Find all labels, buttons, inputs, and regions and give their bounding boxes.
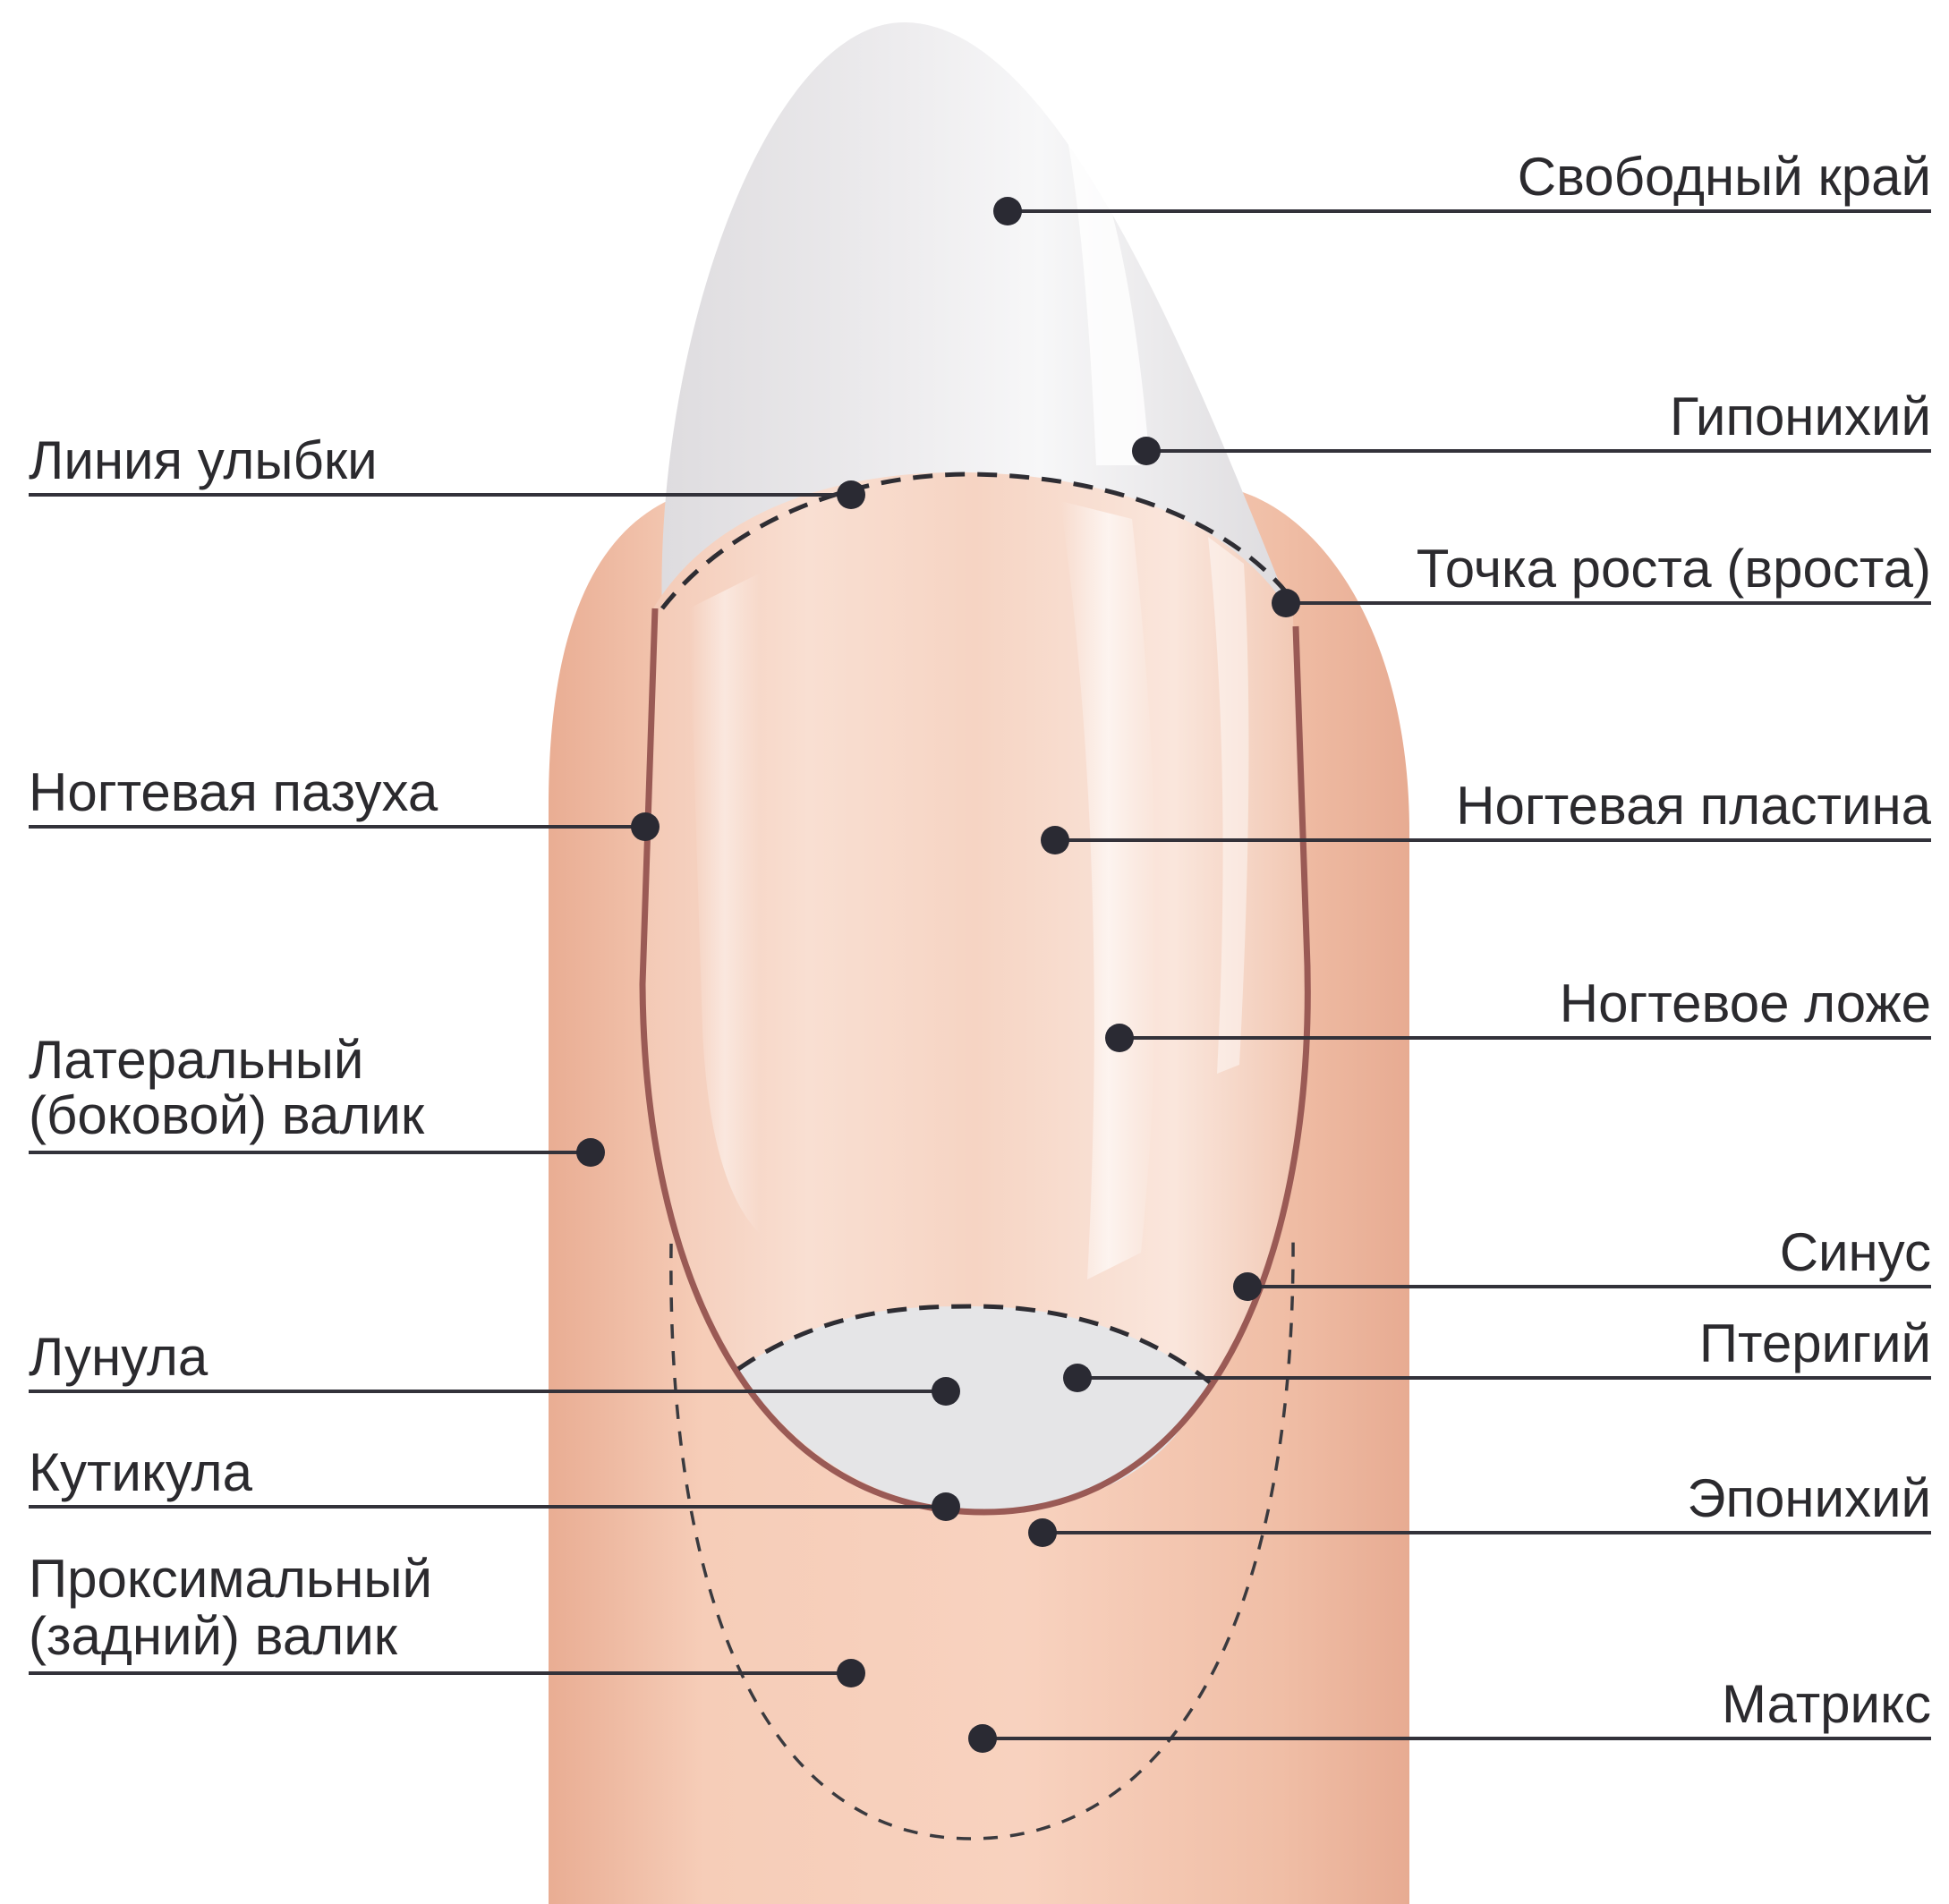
dot-cuticle xyxy=(932,1492,960,1521)
dot-nail-sinus xyxy=(631,812,660,841)
dot-lateral-fold xyxy=(576,1138,605,1167)
dot-eponychium xyxy=(1028,1518,1057,1547)
label-proximal-fold-line1: Проксимальный xyxy=(29,1549,432,1609)
dot-sinus xyxy=(1233,1272,1262,1301)
dot-pterygium xyxy=(1063,1364,1092,1392)
label-growth-point: Точка роста (вроста) xyxy=(1417,539,1931,599)
dot-matrix xyxy=(968,1724,997,1753)
label-cuticle: Кутикула xyxy=(29,1442,253,1502)
dot-growth-point xyxy=(1272,589,1300,617)
label-sinus: Синус xyxy=(1780,1222,1931,1282)
label-nail-bed: Ногтевое ложе xyxy=(1560,973,1931,1033)
label-eponychium: Эпонихий xyxy=(1687,1468,1931,1528)
dot-lunula xyxy=(932,1377,960,1406)
dot-free-edge xyxy=(993,197,1022,225)
dot-hyponychium xyxy=(1132,437,1161,465)
labels-right: Свободный край Гипонихий Точка роста (вр… xyxy=(1417,147,1932,1734)
label-hyponychium: Гипонихий xyxy=(1670,387,1931,446)
label-free-edge: Свободный край xyxy=(1518,147,1931,207)
dot-nail-bed xyxy=(1105,1024,1134,1052)
label-lunula: Лунула xyxy=(29,1327,209,1387)
label-nail-plate: Ногтевая пластина xyxy=(1456,776,1931,836)
dot-nail-plate xyxy=(1041,826,1069,854)
label-lateral-fold-line2: (боковой) валик xyxy=(29,1085,425,1145)
dot-proximal-fold xyxy=(837,1659,865,1687)
label-nail-sinus: Ногтевая пазуха xyxy=(29,762,438,822)
label-smile-line: Линия улыбки xyxy=(29,430,378,490)
labels-left: Линия улыбки Ногтевая пазуха Латеральный… xyxy=(29,430,438,1666)
label-lateral-fold-line1: Латеральный xyxy=(29,1030,363,1090)
label-matrix: Матрикс xyxy=(1722,1674,1931,1734)
dot-smile-line xyxy=(837,480,865,509)
label-proximal-fold-line2: (задний) валик xyxy=(29,1606,398,1666)
label-pterygium: Птеригий xyxy=(1699,1313,1931,1373)
